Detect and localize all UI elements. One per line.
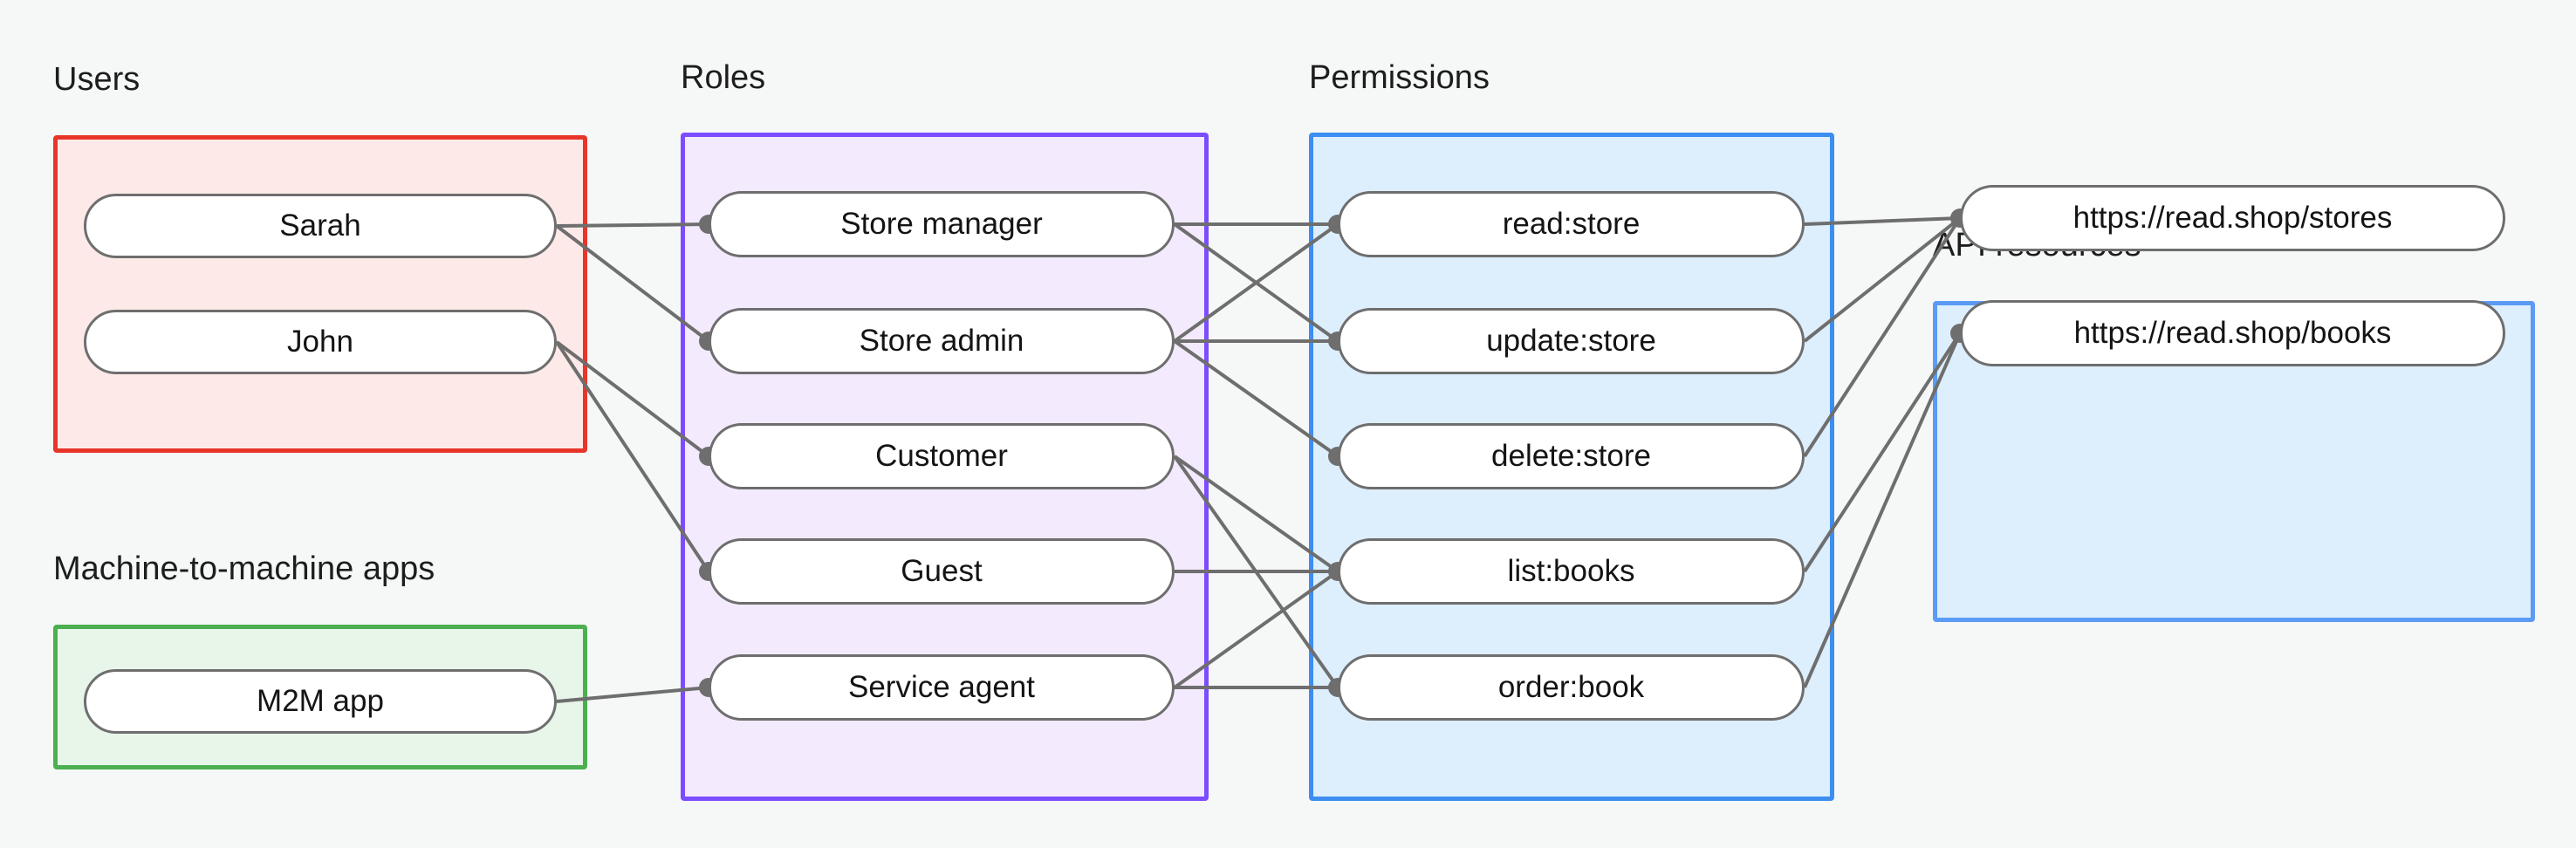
node-api-resource-books[interactable]: https://read.shop/books — [1960, 300, 2505, 366]
node-role-guest[interactable]: Guest — [709, 538, 1175, 605]
group-label-users: Users — [53, 61, 140, 98]
node-role-customer[interactable]: Customer — [709, 423, 1175, 489]
node-user-sarah[interactable]: Sarah — [84, 194, 557, 258]
node-role-store-manager[interactable]: Store manager — [709, 191, 1175, 257]
node-api-resource-stores[interactable]: https://read.shop/stores — [1960, 185, 2505, 251]
node-permission-list-books[interactable]: list:books — [1338, 538, 1805, 605]
group-label-permissions: Permissions — [1309, 59, 1490, 96]
group-users — [53, 135, 587, 453]
node-role-service-agent[interactable]: Service agent — [709, 654, 1175, 721]
node-permission-read-store[interactable]: read:store — [1338, 191, 1805, 257]
group-label-m2m-apps: Machine-to-machine apps — [53, 551, 435, 587]
group-label-roles: Roles — [681, 59, 766, 96]
node-permission-order-book[interactable]: order:book — [1338, 654, 1805, 721]
node-permission-update-store[interactable]: update:store — [1338, 308, 1805, 374]
node-role-store-admin[interactable]: Store admin — [709, 308, 1175, 374]
node-permission-delete-store[interactable]: delete:store — [1338, 423, 1805, 489]
node-m2m-app[interactable]: M2M app — [84, 669, 557, 734]
node-user-john[interactable]: John — [84, 310, 557, 374]
